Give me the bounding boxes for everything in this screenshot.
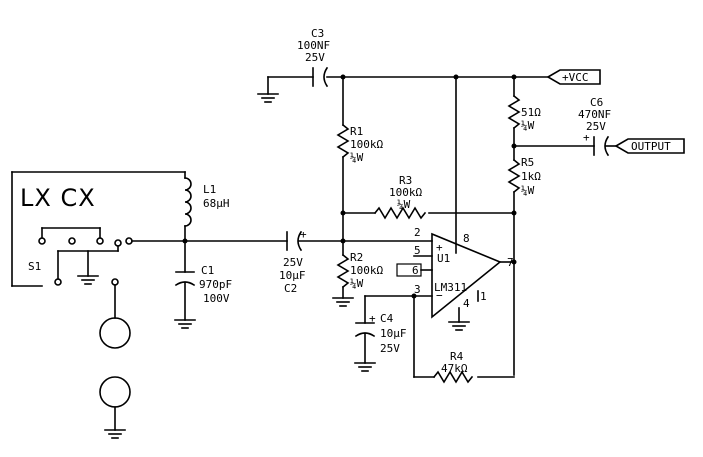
r2-ref: R2 — [350, 251, 363, 264]
c4-ref: C4 — [380, 312, 394, 325]
ground-symbol-c4 — [354, 362, 376, 372]
vcc-port-label: +VCC — [562, 71, 589, 84]
c2-value: 10µF — [279, 269, 306, 282]
input-wire — [125, 237, 288, 245]
u1-plus: + — [436, 241, 443, 254]
pin-2-label: 2 — [414, 226, 421, 239]
r3-rating: ¼W — [397, 198, 411, 211]
c4-rating: 25V — [380, 342, 400, 355]
vcc-rail — [267, 76, 549, 95]
r5-value: 1kΩ — [521, 170, 541, 183]
output-port: OUTPUT — [614, 138, 685, 154]
r2-value: 100kΩ — [350, 264, 383, 277]
u1-ref: U1 — [437, 252, 450, 265]
resistor-r1: R1 100kΩ ¼W — [336, 76, 383, 242]
r-top-rating: ¼W — [521, 119, 535, 132]
opamp-u1: 8 7 U1 LM311 + − 2 5 6 3 4 1 — [342, 76, 515, 323]
u1-minus: − — [436, 289, 443, 302]
c6-ref: C6 — [590, 96, 603, 109]
inductor-l1: L1 68µH — [11, 171, 230, 287]
ground-symbol-c3 — [257, 93, 279, 103]
r1-rating: ¼W — [350, 151, 364, 164]
ground-symbol-c1 — [174, 319, 196, 329]
capacitor-c3: C3 100NF 25V — [297, 27, 330, 88]
r5-rating: ¼W — [521, 184, 535, 197]
capacitor-c1: C1 970pF 100V — [174, 240, 232, 321]
s1-ref: S1 — [28, 260, 41, 273]
pin-4-label: 4 — [463, 297, 470, 310]
r4-value: 47kΩ — [441, 362, 468, 375]
capacitor-c2: + 25V 10µF C2 — [279, 228, 344, 295]
r1-ref: R1 — [350, 125, 363, 138]
c1-rating: 100V — [203, 292, 230, 305]
capacitor-c6: C6 470NF 25V + — [513, 96, 617, 157]
c4-value: 10µF — [380, 327, 407, 340]
r5-ref: R5 — [521, 156, 534, 169]
resistor-51ohm: 51Ω ¼W — [507, 76, 541, 161]
c2-plus: + — [300, 228, 307, 241]
resistor-r5: R5 1kΩ ¼W — [507, 156, 541, 376]
c2-ref: C2 — [284, 282, 297, 295]
lxcx-label: LX CX — [20, 184, 96, 212]
pin-7-label: 7 — [507, 256, 514, 269]
probe-circles — [99, 317, 131, 439]
r3-value: 100kΩ — [389, 186, 422, 199]
c3-value: 100NF — [297, 39, 330, 52]
r2-rating: ¼W — [350, 277, 364, 290]
c3-rating: 25V — [305, 51, 325, 64]
resistor-r3: R3 100kΩ ¼W — [342, 174, 515, 220]
c4-plus: + — [369, 312, 376, 325]
resistor-r2: R2 100kΩ ¼W — [336, 240, 383, 299]
r-top-value: 51Ω — [521, 106, 541, 119]
r4-ref: R4 — [450, 350, 464, 363]
c1-value: 970pF — [199, 278, 232, 291]
r3-ref: R3 — [399, 174, 412, 187]
c2-rating: 25V — [283, 256, 303, 269]
pin-3-label: 3 — [414, 283, 421, 296]
pin-1-label: 1 — [480, 290, 487, 303]
c3-ref: C3 — [311, 27, 324, 40]
ground-symbol-u1 — [448, 321, 470, 331]
switch-s1: S1 — [28, 227, 122, 319]
capacitor-c4: + C4 10µF 25V — [354, 295, 415, 364]
l1-value: 68µH — [203, 197, 230, 210]
c6-plus: + — [583, 131, 590, 144]
resistor-r4: R4 47kΩ — [413, 295, 515, 384]
pin-6-label: 6 — [412, 264, 419, 277]
vcc-port: +VCC — [546, 69, 601, 85]
c6-rating: 25V — [586, 120, 606, 133]
c6-value: 470NF — [578, 108, 611, 121]
pin-8-label: 8 — [463, 232, 470, 245]
l1-ref: L1 — [203, 183, 216, 196]
c1-ref: C1 — [201, 264, 214, 277]
pin-5-label: 5 — [414, 244, 421, 257]
output-port-label: OUTPUT — [631, 140, 671, 153]
ground-symbol-r2 — [332, 297, 354, 307]
u1-part: LM311 — [434, 281, 467, 294]
r1-value: 100kΩ — [350, 138, 383, 151]
